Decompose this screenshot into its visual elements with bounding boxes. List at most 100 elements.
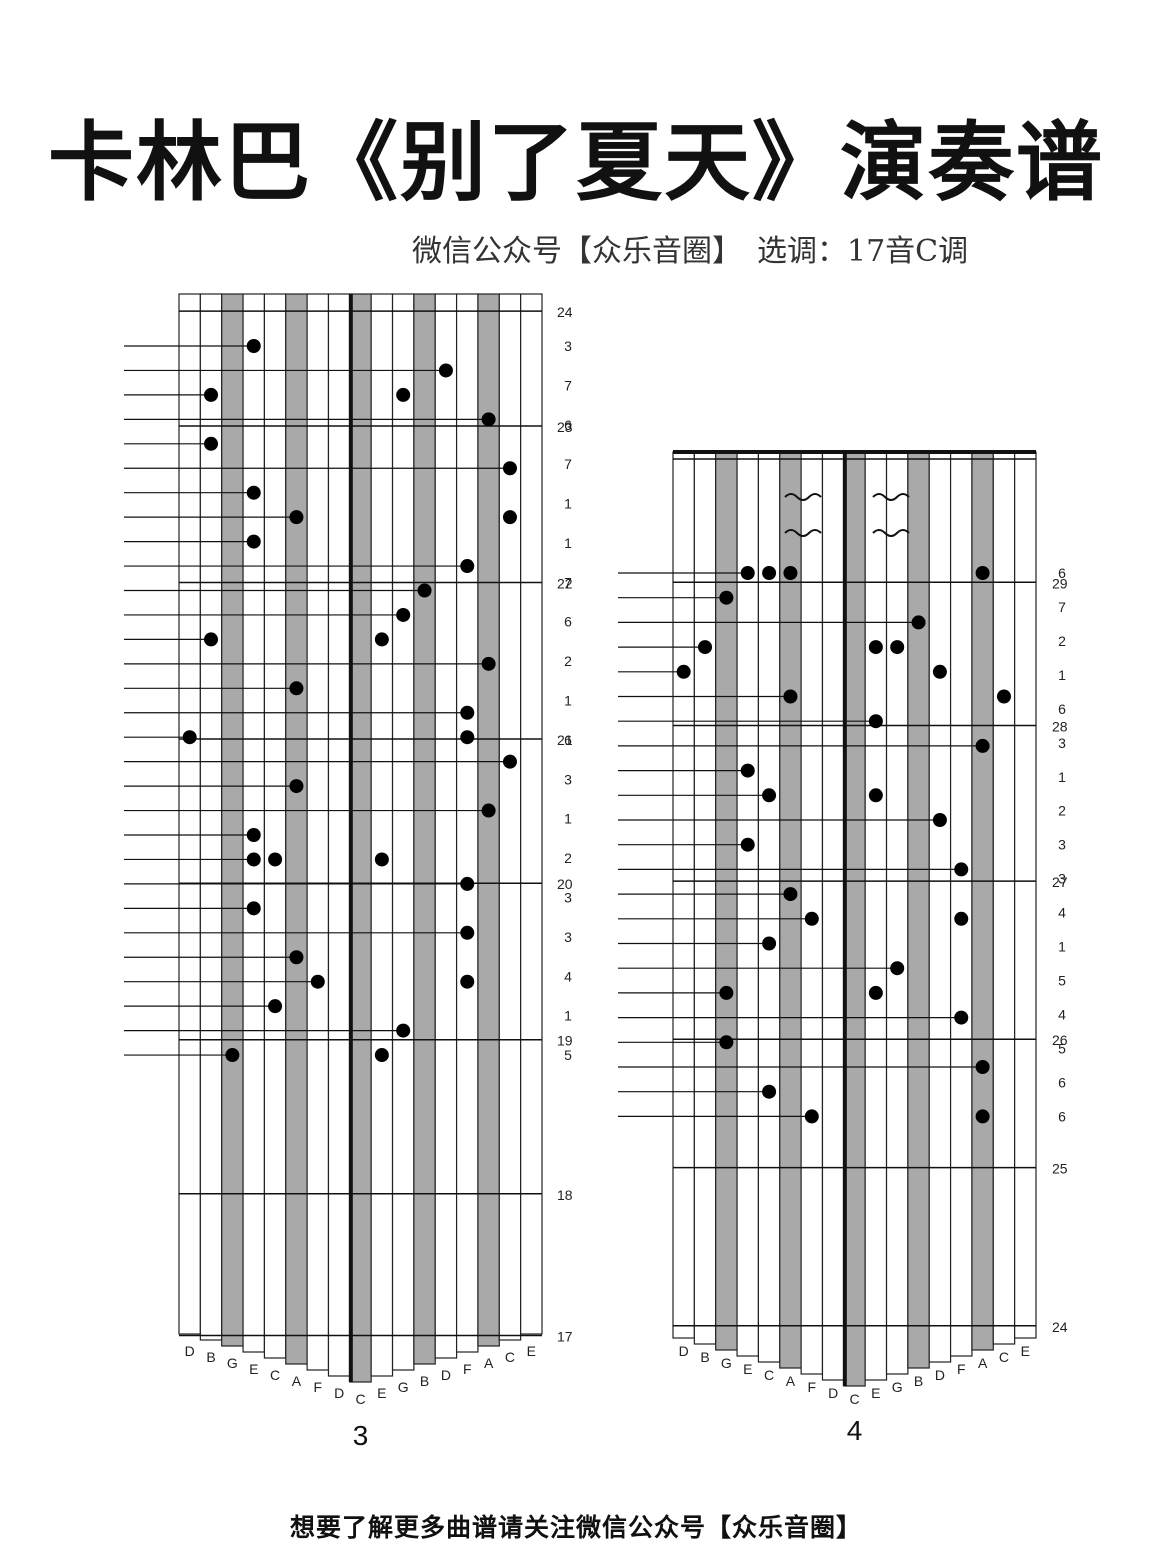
note-dot (396, 387, 411, 402)
beat-label: 1 (564, 496, 572, 512)
beat-label: 4 (1058, 905, 1066, 921)
note-dot (481, 803, 496, 818)
beat-label: 3 (564, 929, 572, 945)
note-dot (804, 1109, 819, 1124)
note-dot (396, 1023, 411, 1038)
key-letter: D (334, 1385, 344, 1401)
key-letter: E (871, 1385, 880, 1401)
page-number: 4 (847, 1415, 863, 1446)
note-dot (246, 901, 261, 916)
footer-text: 想要了解更多曲谱请关注微信公众号【众乐音圈】 (289, 1513, 862, 1542)
key-column (263, 293, 287, 1359)
key-column (391, 293, 415, 1371)
tremolo-mark (784, 493, 822, 501)
measure-number: 24 (1052, 1319, 1068, 1335)
beat-label: 1 (1058, 939, 1066, 955)
note-dot (374, 1048, 389, 1063)
note-dot (932, 813, 947, 827)
key-column (821, 451, 845, 1381)
note-dot (762, 1084, 777, 1099)
note-dot (954, 911, 969, 926)
note-dot (502, 461, 517, 476)
beat-label: 6 (1058, 565, 1066, 581)
measure-number: 21 (557, 732, 573, 748)
beat-label: 5 (564, 1047, 572, 1063)
beat-label: 1 (564, 535, 572, 551)
key-letter: D (935, 1367, 945, 1383)
measure-number: 28 (1052, 719, 1068, 735)
key-letter: A (978, 1355, 988, 1371)
beat-label: 3 (1058, 837, 1066, 853)
note-dot (954, 1010, 969, 1025)
key-column (477, 293, 500, 1347)
key-column (349, 293, 372, 1383)
key-letter: G (892, 1379, 903, 1395)
beat-label: 1 (1058, 769, 1066, 785)
key-letter: B (206, 1349, 215, 1365)
key-letter: D (185, 1343, 195, 1359)
tremolo-mark (872, 529, 910, 537)
measure-number: 26 (1052, 1032, 1068, 1048)
key-column (907, 451, 930, 1369)
beat-label: 6 (1058, 1074, 1066, 1090)
note-dot (954, 862, 969, 877)
note-dot (868, 788, 883, 803)
note-dot (676, 664, 691, 679)
key-column (757, 451, 781, 1363)
note-dot (975, 1060, 990, 1074)
beat-label: 1 (1058, 667, 1066, 683)
beat-label: 6 (564, 732, 572, 748)
key-letter: E (743, 1361, 752, 1377)
beat-label: 3 (564, 889, 572, 905)
note-dot (460, 730, 475, 745)
key-column (971, 451, 994, 1351)
key-column (928, 451, 952, 1363)
key-letter: C (270, 1367, 280, 1383)
note-dot (289, 950, 304, 965)
note-dot (868, 714, 883, 729)
note-dot (975, 566, 990, 580)
key-letter: B (914, 1373, 923, 1389)
key-letter: D (441, 1367, 451, 1383)
key-column (864, 451, 888, 1381)
note-dot (374, 632, 389, 647)
measure-number: 20 (557, 876, 573, 892)
note-dot (996, 689, 1011, 704)
beat-label: 2 (1058, 803, 1066, 819)
key-letter: E (1021, 1343, 1030, 1359)
key-letter: G (721, 1355, 732, 1371)
beat-label: 6 (564, 614, 572, 630)
note-dot (225, 1048, 240, 1063)
key-column (520, 293, 543, 1335)
key-letter: G (227, 1355, 238, 1371)
key-column (1014, 451, 1037, 1339)
beat-label: 3 (1058, 871, 1066, 887)
note-dot (502, 754, 517, 769)
note-dot (911, 615, 926, 630)
key-column (843, 451, 866, 1387)
beat-label: 7 (1058, 599, 1066, 615)
note-dot (932, 664, 947, 679)
subtitle: 微信公众号【众乐音圈】 选调：17音C调 (412, 234, 969, 269)
note-dot (289, 510, 304, 525)
key-column (370, 293, 394, 1377)
key-column (327, 293, 351, 1377)
key-column (434, 293, 458, 1359)
beat-label: 7 (564, 456, 572, 472)
key-letter: E (249, 1361, 258, 1377)
note-dot (268, 852, 283, 867)
note-dot (268, 999, 283, 1014)
beat-label: 6 (564, 417, 572, 433)
note-dot (740, 837, 755, 852)
note-dot (417, 583, 432, 598)
note-dot (698, 640, 713, 655)
note-dot (289, 681, 304, 696)
note-dot (975, 1109, 990, 1124)
measure-number: 22 (557, 576, 573, 592)
measure-number: 18 (557, 1187, 573, 1203)
note-dot (783, 887, 798, 902)
beat-label: 4 (564, 968, 572, 984)
measure-number: 25 (1052, 1161, 1068, 1177)
measure-number: 24 (557, 304, 573, 320)
